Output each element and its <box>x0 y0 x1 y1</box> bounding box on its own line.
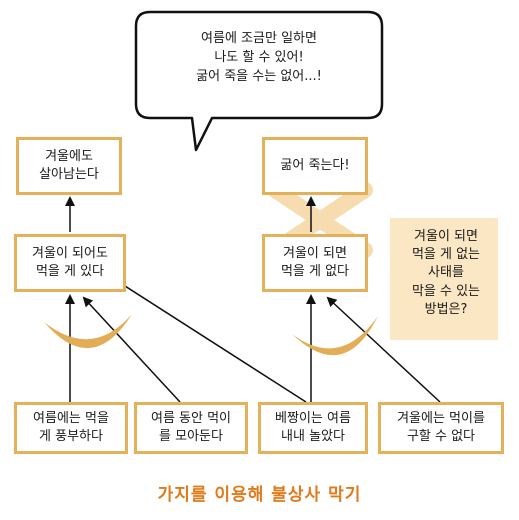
speech-bubble <box>134 10 384 152</box>
arrow-cannotfind-to-nofood <box>326 296 441 403</box>
arrow-gather-to-eat <box>82 296 181 403</box>
box-survive-winter: 겨울에도 살아남는다 <box>16 137 122 195</box>
box-starve: 굶어 죽는다! <box>262 137 368 195</box>
caption: 가지를 이용해 불상사 막기 <box>157 485 362 505</box>
box-grasshopper-played: 베짱이는 여름 내내 놀았다 <box>258 402 368 454</box>
side-note: 겨울이 되면 먹을 게 없는 사태를 막을 수 있는 방법은? <box>390 218 498 340</box>
box-gather-summer: 여름 동안 먹이 를 모아둔다 <box>134 402 248 454</box>
arrow-grasshopper-to-eat <box>98 268 307 403</box>
and-arc-left <box>44 314 132 349</box>
box-eat-winter: 겨울이 되어도 먹을 게 있다 <box>14 234 126 292</box>
box-summer-plenty: 여름에는 먹을 게 풍부하다 <box>14 402 128 454</box>
box-no-food-winter: 겨울이 되면 먹을 게 없다 <box>262 234 368 292</box>
speech-bubble-text: 여름에 조금만 일하면 나도 할 수 있어! 굶어 죽을 수는 없어...! <box>196 31 322 84</box>
and-arc-right <box>292 316 378 356</box>
box-cannot-find-winter: 겨울에는 먹이를 구할 수 없다 <box>378 402 504 454</box>
